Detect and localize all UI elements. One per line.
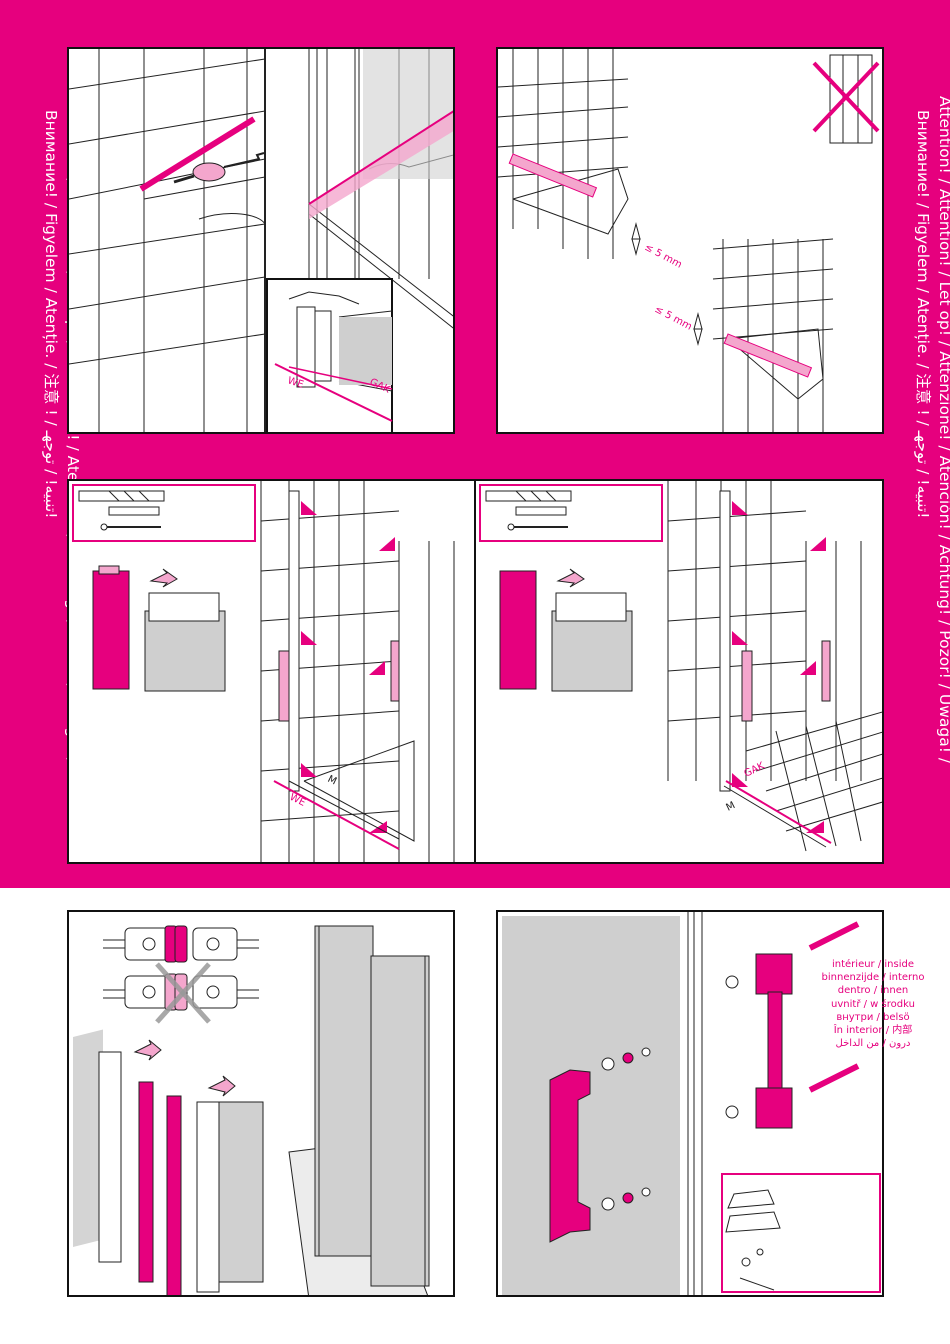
wall-plug-icon (108, 506, 160, 516)
inside-label-line: intérieur / inside (831, 959, 914, 970)
handle-back (725, 921, 860, 1129)
inside-label-line: binnenzijde / interno (821, 972, 925, 984)
we-label: WE (286, 375, 305, 390)
drill-icon (173, 152, 265, 184)
screw-icon (507, 523, 568, 531)
handle-installation-illustration (502, 912, 881, 1295)
warning-line-2: Внимание! / Figyelem / Atenție. / 注意 ! /… (914, 110, 932, 519)
warning-line-2: Внимание! / Figyelem / Atenție. / 注意 ! /… (42, 110, 60, 519)
m-label: M (724, 800, 737, 814)
wall-plug-icon (515, 506, 567, 516)
panel-door-assembly (67, 910, 455, 1297)
panel-handle-installation (496, 910, 884, 1297)
level-line (139, 116, 256, 192)
panel-gap-measurement: ≤ 5 mm ≤ 5 mm (496, 47, 884, 434)
not-allowed-cross-icon (812, 54, 880, 144)
panel-profile-mounting-gak: GAK M (474, 479, 884, 864)
inside-label-line: dentro / innen (837, 985, 909, 997)
panel-profile-mounting-we: WE M (67, 479, 477, 864)
inside-label-line: внутри / belsö (836, 1011, 910, 1023)
screw-icon (100, 523, 161, 531)
gap-illustration: ≤ 5 mm ≤ 5 mm (498, 49, 880, 432)
drill-bit-icon (78, 490, 165, 502)
m-label: M (326, 774, 339, 788)
parts-box (721, 1173, 881, 1293)
inside-label: intérieur / inside binnenzijde / interno… (808, 958, 938, 1050)
profile-mounting-gak-illustration: GAK M (479, 481, 882, 852)
door-assembly-illustration (73, 925, 430, 1295)
arrow-icon (149, 568, 178, 588)
drill-bit-icon (485, 490, 572, 502)
hinge-correct (103, 925, 259, 963)
gap-label-right: ≤ 5 mm (653, 304, 694, 333)
arrow-icon (133, 1039, 162, 1061)
panel-wall-drilling: WE GAK (67, 47, 455, 434)
inside-label-line: În interior / 内部 (833, 1025, 913, 1037)
inside-label-line: uvnitř / w środku (831, 998, 915, 1010)
arrow-icon (556, 568, 585, 588)
warning-line-1: Attention! / Attention! / Let op! / Atte… (936, 96, 950, 763)
we-label: WE (288, 792, 307, 809)
handle-front (549, 1047, 651, 1243)
gap-label-left: ≤ 5 mm (643, 242, 684, 271)
warning-text-right: Attention! / Attention! / Let op! / Atte… (912, 96, 950, 763)
profile-mounting-we-illustration: WE M (72, 481, 455, 862)
arrow-icon (207, 1075, 236, 1097)
wall-drilling-illustration: WE GAK (69, 49, 453, 432)
inside-label-line: درون / من الداخل (835, 1038, 911, 1050)
hinge-incorrect (103, 962, 259, 1024)
